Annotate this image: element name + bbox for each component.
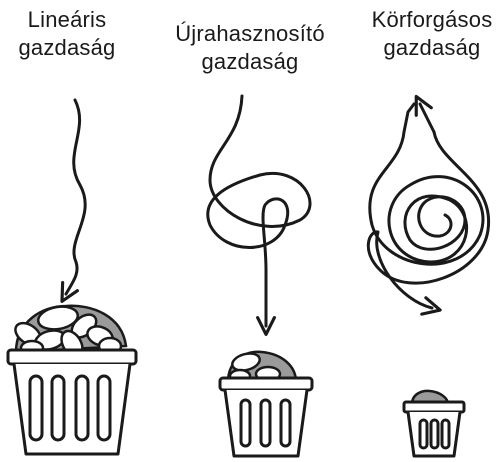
recycling-tangled-arrow-icon xyxy=(208,96,310,326)
circular-return-arrow-icon xyxy=(368,132,488,308)
circular-trash-bin-icon xyxy=(404,402,464,456)
linear-wavy-arrow-icon xyxy=(66,100,85,294)
circular-upward-arrow-icon xyxy=(420,104,434,132)
linear-trash-bin-icon xyxy=(8,350,136,454)
recycling-trash-bin-icon xyxy=(220,378,312,456)
circular-stem xyxy=(404,104,414,132)
circular-looping-arrow-icon xyxy=(370,132,483,264)
